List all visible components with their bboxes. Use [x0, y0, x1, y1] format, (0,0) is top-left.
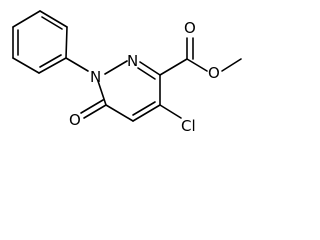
atom-label-n2: N	[127, 52, 138, 70]
bond-c5-c6	[105, 104, 134, 122]
bond-c6-o	[83, 104, 107, 119]
atom-label-n1: N	[90, 68, 101, 86]
bond-c4-cl	[159, 104, 182, 119]
bond-n-c3	[139, 61, 161, 76]
bond-o-methyl	[221, 58, 242, 72]
double-bond-inner	[132, 101, 156, 116]
atom-label-o-ring: O	[69, 111, 81, 129]
atom-label-o-carbonyl: O	[184, 19, 196, 37]
pyridazinone-ring	[97, 60, 161, 122]
bond	[39, 10, 68, 28]
double-bond-inner	[39, 54, 62, 68]
bond-n-n	[104, 60, 128, 75]
bond-phenyl-n	[65, 57, 89, 72]
bond	[65, 26, 68, 59]
atom-label-cl: Cl	[181, 117, 196, 135]
phenyl-ring	[12, 10, 68, 74]
structure-canvas: N N O Cl O O	[12, 10, 242, 135]
double-bond-inner	[41, 16, 63, 30]
molecule-structure: N N O Cl O O	[12, 10, 242, 135]
bond-ester-oc	[186, 58, 208, 72]
bond-c3-cester	[159, 58, 188, 76]
bond	[12, 57, 40, 74]
bond-c4-c5	[132, 104, 161, 122]
bond	[12, 10, 41, 28]
bond-c6-n1	[97, 80, 107, 106]
double-bond-inner	[137, 67, 156, 80]
double-bond-outer	[80, 99, 104, 114]
atom-label-o-ether: O	[208, 64, 220, 82]
bond	[38, 57, 67, 74]
